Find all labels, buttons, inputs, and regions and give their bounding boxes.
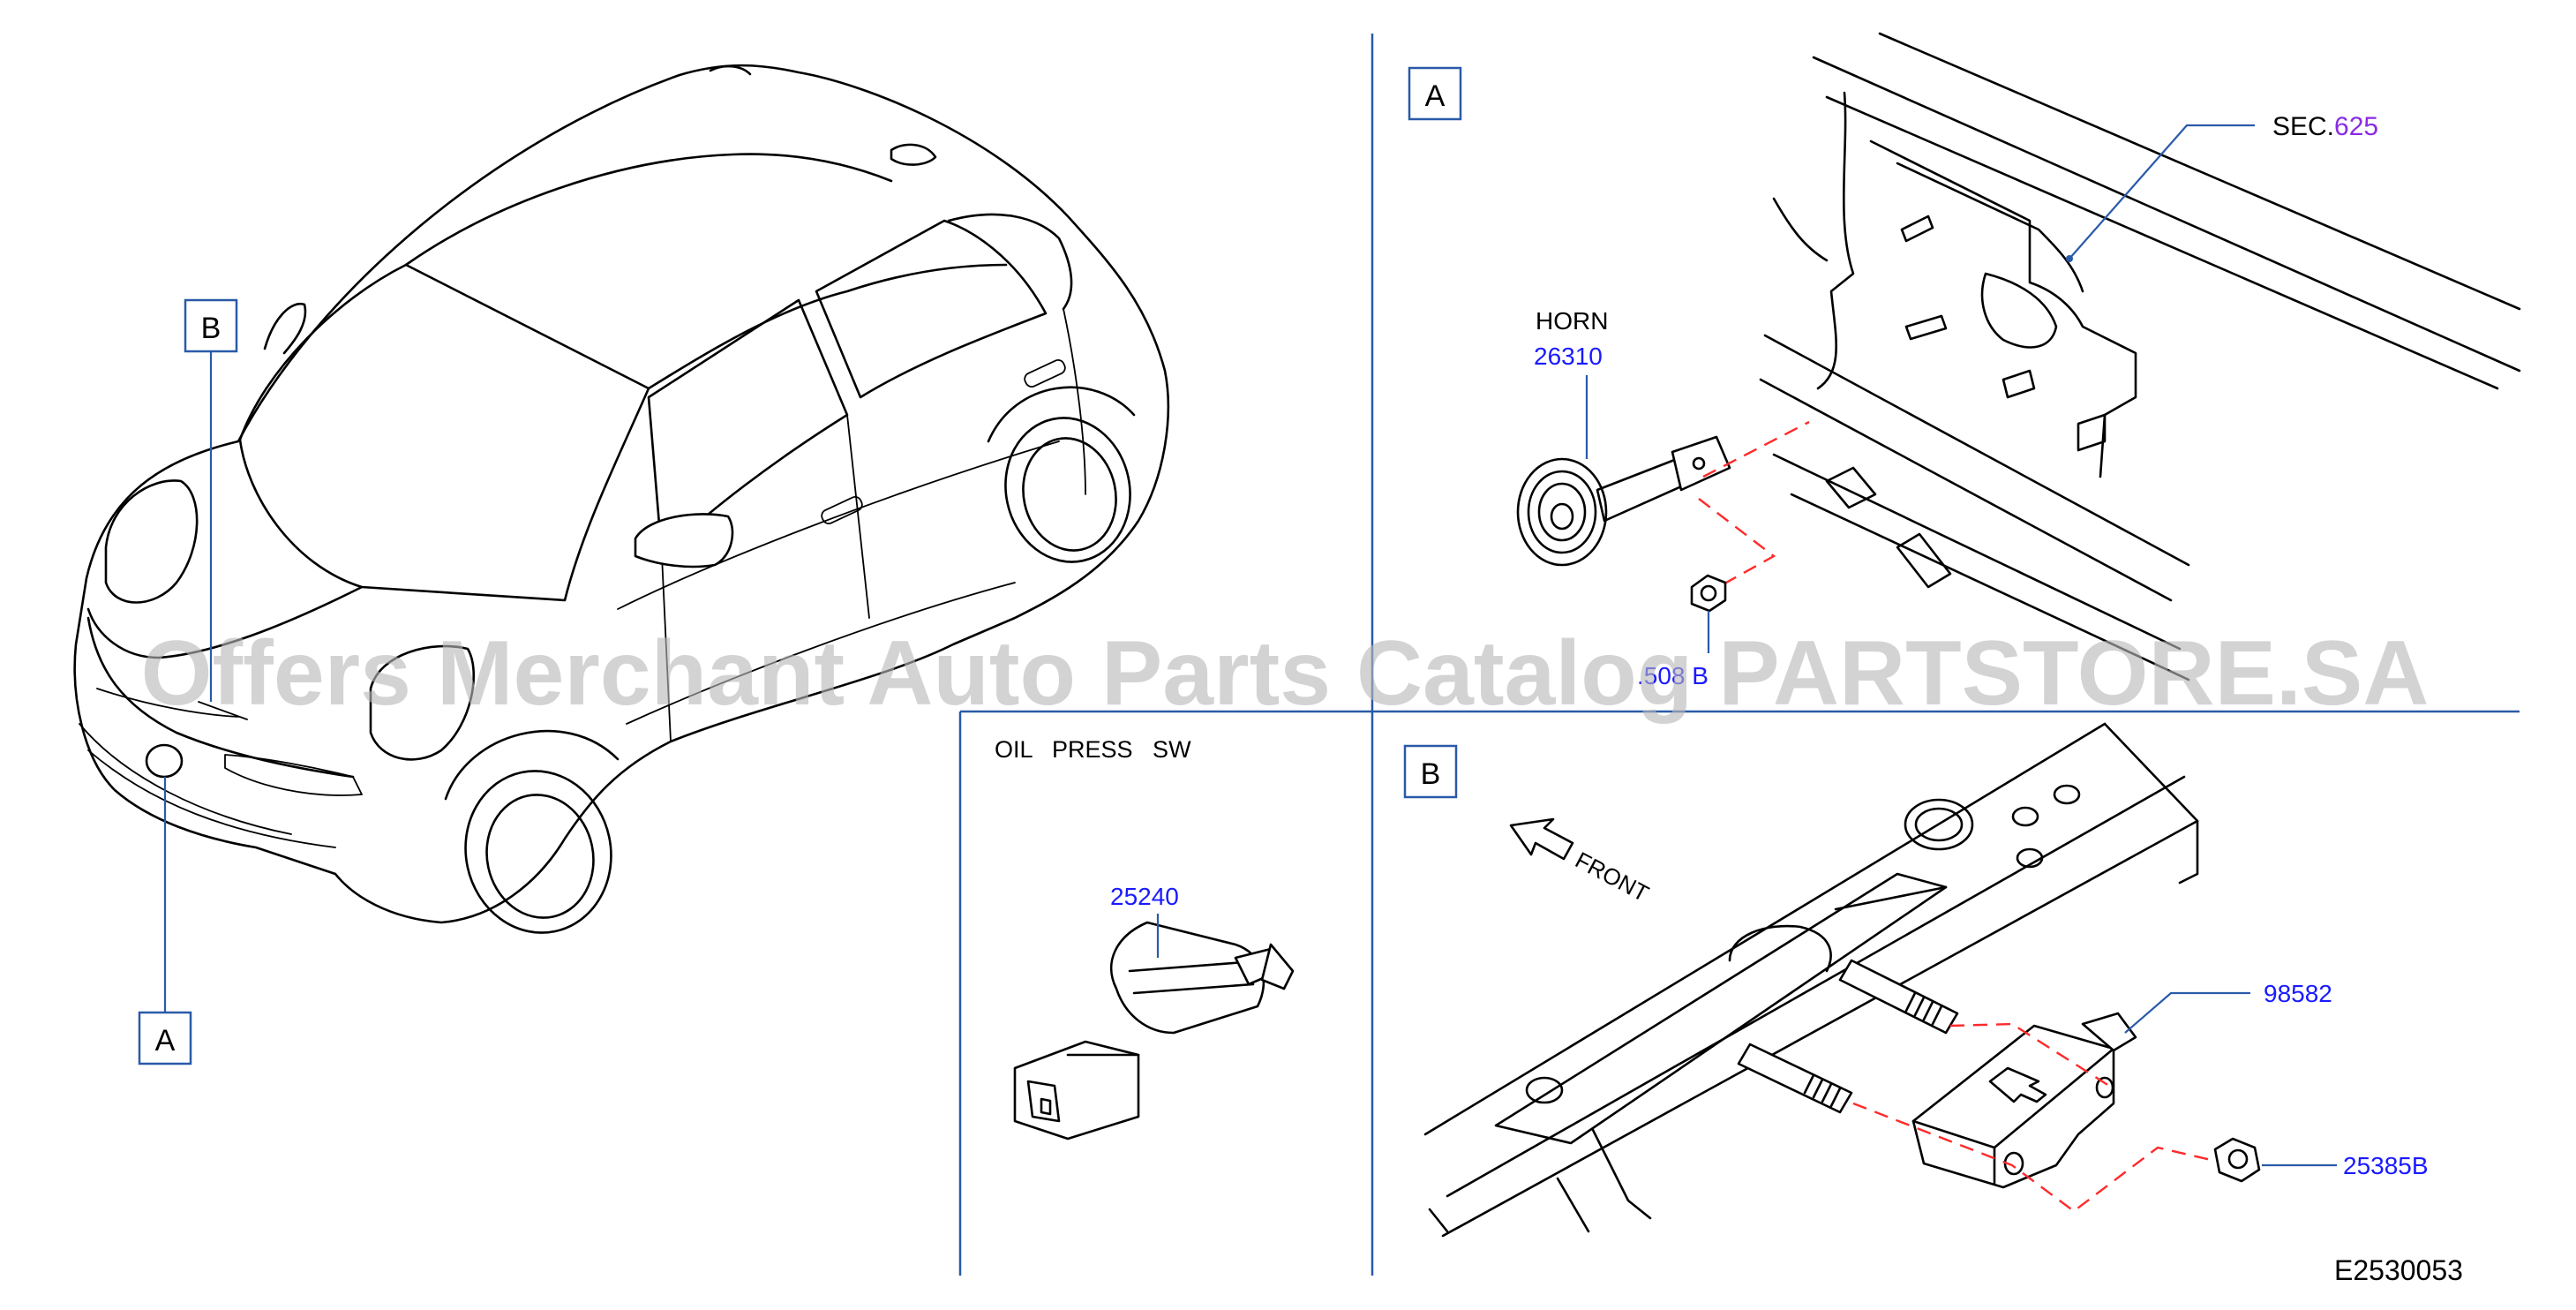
subframe-drawing — [1423, 722, 2199, 1238]
watermark-text: Offers Merchant Auto Parts Catalog PARTS… — [141, 622, 2430, 725]
sensor-assembly-dash — [1852, 1022, 2216, 1213]
car-drawing — [73, 64, 1169, 934]
section-number: 625 — [2334, 112, 2378, 141]
frame-dividers — [958, 34, 2520, 1276]
oil-part-callout: 25240 — [1110, 883, 1179, 958]
car-callout-b: B — [184, 298, 238, 702]
sensor-nut — [2213, 1137, 2261, 1183]
horn-part-number: 26310 — [1534, 343, 1603, 370]
sensor-nut-callout: 25385B — [2262, 1152, 2429, 1179]
diagram-id: E2530053 — [2334, 1254, 2463, 1286]
horn-callout: HORN 26310 — [1534, 307, 1608, 459]
section-ref: SEC.625 — [2066, 112, 2378, 262]
callout-a-label: A — [155, 1024, 176, 1058]
horn-title: HORN — [1536, 307, 1608, 335]
view-b-label: B — [1421, 757, 1441, 791]
horn-drawing — [1516, 435, 1731, 567]
front-indicator: FRONT — [1509, 817, 1653, 907]
horn-nut — [1690, 574, 1727, 613]
section-ref-text: SEC.625 — [2272, 112, 2378, 141]
horn-nut-callout: .508 B — [1637, 611, 1710, 689]
sensor-part-number: 98582 — [2264, 980, 2332, 1007]
horn-nut-part-number: .508 B — [1637, 662, 1709, 689]
sensor-callout: 98582 — [2124, 980, 2332, 1034]
oil-title: OIL PRESS SW — [995, 736, 1191, 763]
oil-switch-drawing — [1013, 921, 1295, 1141]
view-a-label-box: A — [1408, 66, 1462, 121]
oil-part-number: 25240 — [1110, 883, 1179, 910]
sensor-nut-part-number: 25385B — [2343, 1152, 2429, 1179]
oil-title-block: OIL PRESS SW — [995, 736, 1191, 763]
view-b-label-box: B — [1403, 744, 1458, 799]
view-a-label: A — [1425, 79, 1446, 113]
body-panel-drawing — [1759, 32, 2521, 681]
horn-assembly-dash — [1694, 420, 1810, 602]
car-callout-a: A — [138, 777, 192, 1065]
section-prefix: SEC. — [2272, 112, 2334, 141]
callout-b-label: B — [201, 312, 222, 345]
front-label: FRONT — [1571, 847, 1653, 907]
